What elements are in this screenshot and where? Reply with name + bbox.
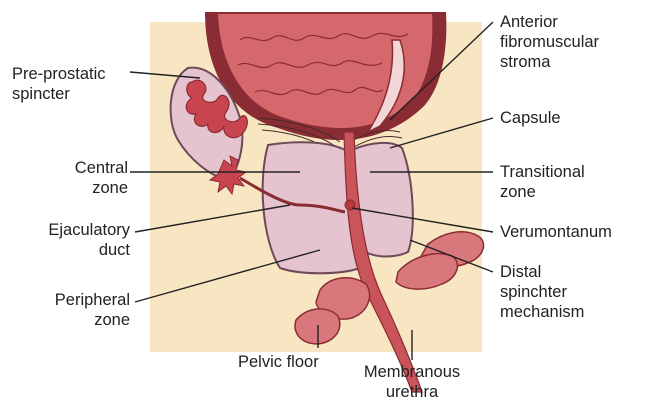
label-pelvic-floor: Pelvic floor (238, 352, 319, 372)
label-transitional-zone: Transitional zone (500, 162, 585, 202)
label-membranous-urethra: Membranous urethra (352, 362, 472, 402)
label-anterior-fibromuscular-stroma: Anterior fibromuscular stroma (500, 12, 599, 72)
label-pre-prostatic-sphincter: Pre-prostatic spincter (12, 64, 106, 104)
label-central-zone: Central zone (30, 158, 128, 198)
label-capsule: Capsule (500, 108, 561, 128)
label-verumontanum: Verumontanum (500, 222, 612, 242)
label-peripheral-zone: Peripheral zone (20, 290, 130, 330)
label-distal-spinchter-mechanism: Distal spinchter mechanism (500, 262, 584, 322)
label-ejaculatory-duct: Ejaculatory duct (20, 220, 130, 260)
